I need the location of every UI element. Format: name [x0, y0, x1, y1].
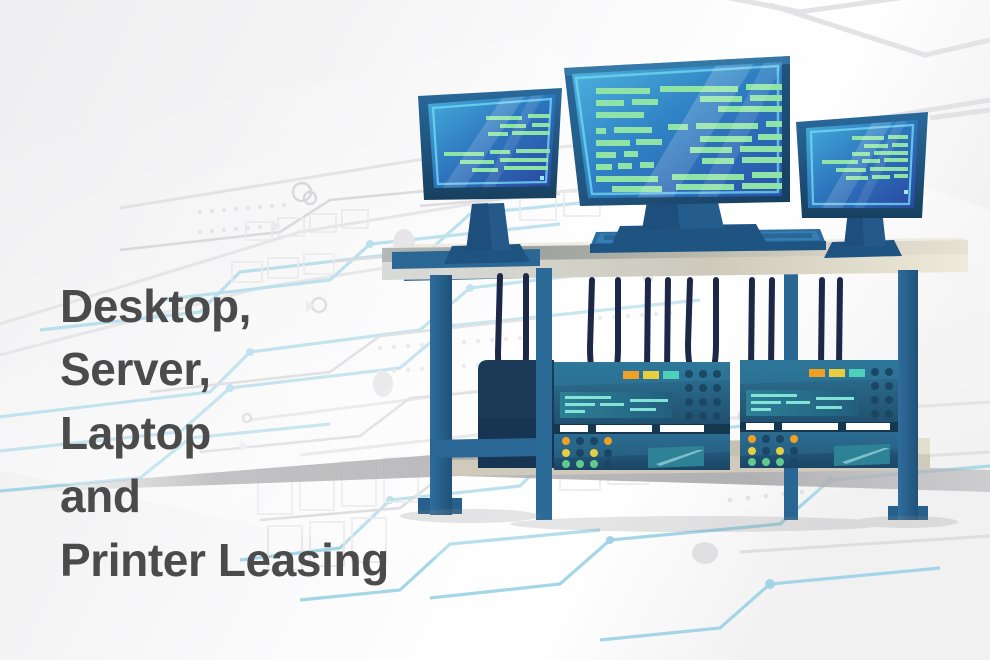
server-left-status-leds — [623, 371, 679, 379]
server-right-display-lines — [751, 394, 854, 411]
server-left-led-array — [562, 437, 612, 468]
server-right-led-array — [748, 435, 798, 466]
server-right-bay-slots — [746, 423, 890, 430]
server-left-display-lines — [565, 396, 668, 413]
illustration-floor-shadows — [400, 509, 958, 532]
server-right-panel-window — [834, 444, 890, 466]
server-left-bay-slots — [560, 425, 704, 432]
desk-legs-foreground — [430, 268, 918, 520]
server-left-vents — [685, 370, 721, 420]
monitor-right — [796, 112, 928, 258]
server-right — [740, 360, 916, 468]
server-left-panel-window — [648, 446, 704, 468]
server-right-status-leds — [809, 369, 865, 377]
server-left — [554, 362, 730, 470]
monitor-left — [418, 88, 562, 264]
page-title: Desktop, Server, Laptop and Printer Leas… — [60, 280, 389, 586]
monitor-center — [564, 56, 790, 244]
